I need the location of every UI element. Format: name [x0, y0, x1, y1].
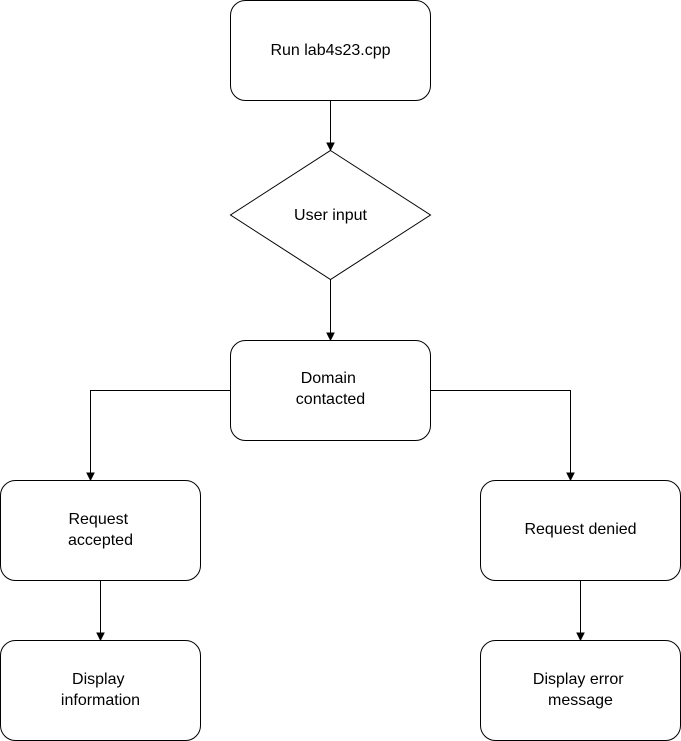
node-display-error: Display error message — [480, 640, 681, 741]
node-user-input-label: User input — [294, 207, 367, 224]
node-accepted-line-2: accepted — [68, 532, 133, 549]
node-domain: Domain contacted — [230, 340, 431, 441]
arrow-run-to-user-input — [326, 142, 335, 152]
node-domain-line-1: Domain — [301, 370, 356, 387]
node-accepted-line-1: Request — [68, 511, 128, 528]
arrow-domain-to-denied — [566, 472, 575, 482]
node-accepted: Request accepted — [0, 480, 201, 581]
arrow-denied-to-display-error — [576, 632, 585, 642]
arrow-domain-to-accepted — [86, 472, 95, 482]
node-display-error-label: Display error message — [533, 671, 628, 709]
node-display-error-box — [480, 640, 681, 741]
node-denied-label: Request denied — [524, 521, 636, 538]
node-domain-line-2: contacted — [296, 391, 365, 408]
node-display-info-box — [0, 640, 201, 741]
edges — [86, 100, 585, 642]
node-user-input: User input — [229, 149, 432, 281]
edge-domain-to-accepted — [90, 390, 231, 474]
node-display-error-line-2: message — [548, 692, 613, 709]
node-run-label: Run lab4s23.cpp — [270, 42, 390, 59]
node-display-info-line-1: Display — [72, 671, 124, 688]
node-display-info-line-2: information — [61, 692, 140, 709]
node-run-box — [230, 0, 431, 101]
node-denied: Request denied — [480, 480, 681, 581]
arrow-user-input-to-domain — [326, 332, 335, 342]
node-accepted-box — [0, 480, 201, 581]
edge-domain-to-denied — [430, 390, 571, 474]
node-accepted-label: Request accepted — [68, 511, 133, 549]
node-domain-label: Domain contacted — [296, 370, 365, 408]
node-domain-box — [230, 340, 431, 441]
arrow-accepted-to-display-info — [96, 632, 105, 642]
node-display-error-line-1: Display error — [533, 671, 624, 688]
node-run: Run lab4s23.cpp — [230, 0, 431, 101]
node-display-info: Display information — [0, 640, 201, 741]
node-user-input-diamond — [229, 149, 432, 281]
node-display-info-label: Display information — [61, 671, 140, 709]
